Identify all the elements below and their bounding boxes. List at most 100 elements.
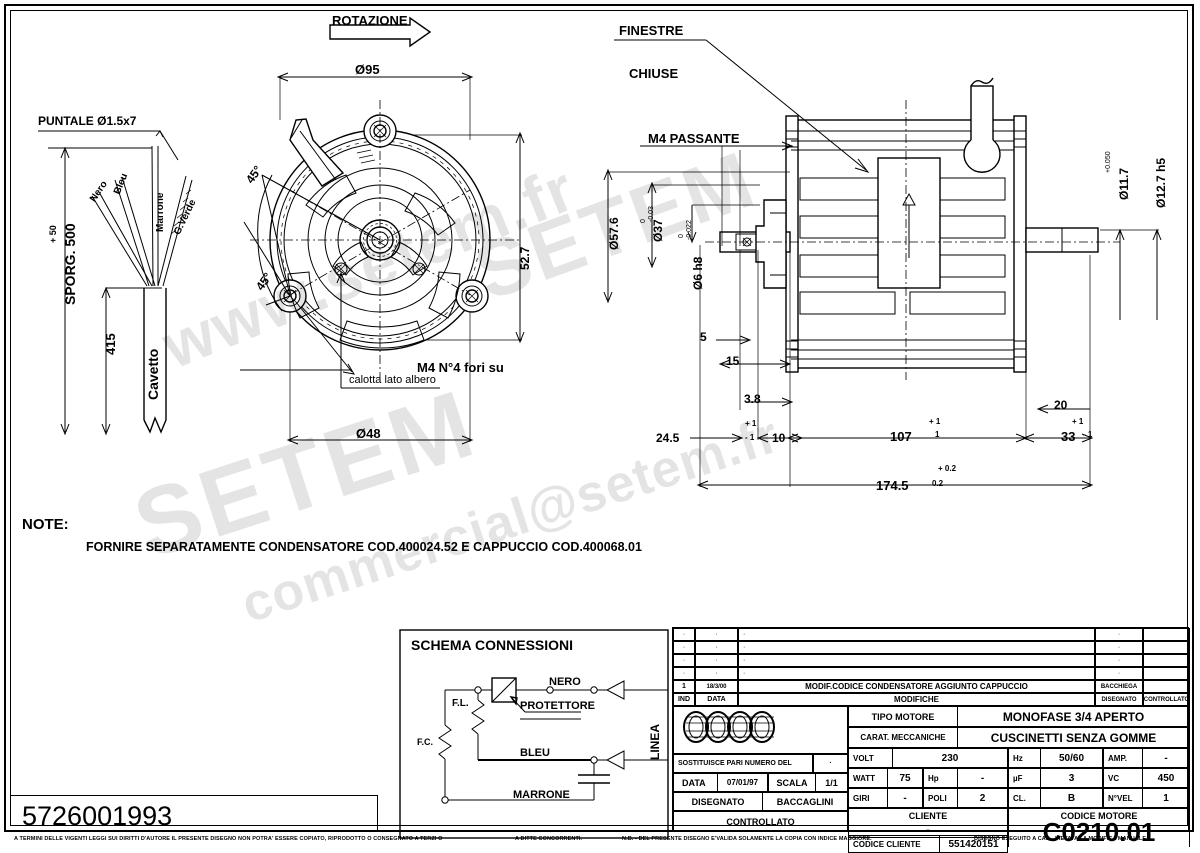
hz-value: 50/60: [1041, 748, 1103, 768]
scala-value: 1/1: [816, 773, 848, 792]
chiuse-label: CHIUSE: [629, 66, 679, 81]
revision-row-data: 18/3/00: [695, 680, 738, 693]
nvel-label: N°VEL: [1103, 788, 1143, 808]
sostituisce-label: SOSTITUISCE PARI NUMERO DEL: [673, 754, 813, 773]
wiring-schematic: [399, 629, 669, 839]
m4-passante-label: M4 PASSANTE: [648, 131, 740, 146]
dim-107-tol-up: + 1: [929, 417, 941, 426]
revision-row-disegnato: ·: [1095, 654, 1143, 667]
dim-107: 107: [890, 429, 912, 444]
revision-row-ind: ·: [673, 641, 695, 654]
revisions-header-data: DATA: [695, 693, 738, 706]
amp-label: AMP.: [1103, 748, 1143, 768]
poli-value: 2: [958, 788, 1008, 808]
vent-slots: [287, 174, 461, 349]
dim-dia6-tol-up: 0: [678, 234, 685, 238]
giri-label: GIRI: [848, 788, 888, 808]
codice-motore-value: C0210.01: [1008, 817, 1190, 847]
dim-33-tol-up: + 1: [1072, 417, 1084, 426]
cable-view: [38, 130, 193, 436]
notes-heading: NOTE:: [22, 516, 69, 533]
giri-value: -: [888, 788, 923, 808]
revision-row-data: ·: [695, 628, 738, 641]
tipo-motore-label: TIPO MOTORE: [848, 706, 958, 727]
dim-10: 10: [772, 431, 786, 445]
codice-motore-label: CODICE MOTORE: [1008, 808, 1190, 822]
finestre-label: FINESTRE: [619, 23, 684, 38]
uf-label: µF: [1008, 768, 1041, 788]
dim-24-5: 24.5: [656, 431, 680, 445]
schema-marrone-label: MARRONE: [513, 789, 570, 801]
hole-note-line2: calotta lato albero: [349, 374, 436, 386]
dim-dia12-7: Ø12.7 h5: [1154, 157, 1168, 208]
wire-label-marrone: Marrone: [155, 192, 166, 232]
dim-dia57-6: Ø57.6: [607, 217, 621, 250]
motor-front-view: [240, 72, 525, 445]
revisions-header-modifiche: MODIFICHE: [738, 693, 1095, 706]
dim-24-5-tol-up: + 1: [745, 419, 757, 428]
cable-gland: [289, 118, 345, 187]
logo-cell: Rpm motori elettrici 45021 Badia Polesin…: [673, 706, 848, 754]
schema-linea-label: LINEA: [648, 724, 662, 760]
schema-fc-label: F.C.: [417, 737, 434, 747]
sheet-border-outer: [4, 4, 1194, 832]
footer-nb: N.B. - DEL PRESENTE DISEGNO E'VALIDA SOL…: [622, 836, 872, 842]
revision-row-ind: ·: [673, 654, 695, 667]
dim-5: 5: [700, 330, 707, 344]
poli-label: POLI: [923, 788, 958, 808]
cable-length-label: 415: [103, 333, 118, 355]
cl-value: B: [1041, 788, 1103, 808]
revision-row-controllato: [1143, 641, 1190, 654]
controllato-label: CONTROLLATO: [673, 811, 848, 832]
cable-tube: [963, 77, 1001, 173]
dim-dia37: Ø37: [651, 219, 665, 242]
cl-label: CL.: [1008, 788, 1041, 808]
footer-cad: DISEGNO ESEGUITO A CAD - VIETATA LA MODI…: [974, 836, 1147, 842]
revision-row-controllato: [1143, 680, 1190, 693]
hole-note-line1: M4 N°4 fori su: [417, 360, 504, 375]
title-block: · · · · · · · · · · · · · · · · 1 18/3/0…: [672, 627, 1190, 853]
hp-value: -: [958, 768, 1008, 788]
codice-cliente-label: CODICE CLIENTE: [848, 835, 940, 853]
rpm-logo-mark: [683, 711, 775, 743]
schema-protettore-label: PROTETTORE: [520, 700, 595, 712]
footer-legal-left2: A DITTE CONCORRENTI.: [515, 836, 583, 842]
revision-row-data: ·: [695, 667, 738, 680]
revision-row-modifiche: MODIF.CODICE CONDENSATORE AGGIUNTO CAPPU…: [738, 680, 1095, 693]
drawing-number-box: [11, 795, 378, 832]
mount-lugs: [273, 114, 489, 313]
amp-value: -: [1143, 748, 1190, 768]
revision-row-ind: 1: [673, 680, 695, 693]
dim-3-8: 3.8: [744, 392, 761, 406]
dim-174-5-tol-up: + 0.2: [938, 464, 957, 473]
cavetto-label: Cavetto: [145, 348, 161, 400]
revision-row-disegnato: ·: [1095, 641, 1143, 654]
rotation-label: ROTAZIONE: [332, 13, 408, 28]
sporg-label: SPORG. 500: [62, 223, 78, 305]
dim-33-tol-dn: - 1: [1083, 430, 1093, 439]
revision-row-disegnato: ·: [1095, 667, 1143, 680]
watt-value: 75: [888, 768, 923, 788]
motor-side-view: [705, 77, 1120, 380]
dim-15: 15: [726, 354, 740, 368]
side-view-leaders: [614, 39, 870, 246]
data-label: DATA: [673, 773, 718, 792]
uf-value: 3: [1041, 768, 1103, 788]
scala-label: SCALA: [768, 773, 816, 792]
dim-52-7: 52.7: [518, 246, 532, 270]
cliente-label: CLIENTE: [848, 808, 1008, 822]
disegnato-label: DISEGNATO: [673, 792, 763, 811]
dim-dia6-tol-dn: -0.022: [686, 220, 693, 240]
revision-row-data: ·: [695, 654, 738, 667]
vc-value: 450: [1143, 768, 1190, 788]
sporg-tolerance: + 50: [48, 225, 58, 243]
revision-row-ind: ·: [673, 628, 695, 641]
revisions-header-disegnato: DISEGNATO: [1095, 693, 1143, 706]
revisions-header-ind: IND: [673, 693, 695, 706]
revision-row-data: ·: [695, 641, 738, 654]
sostituisce-value: ·: [813, 754, 848, 773]
side-view-dimensions: [603, 168, 1162, 490]
dim-dia37-tol-dn: -0.03: [648, 206, 655, 222]
